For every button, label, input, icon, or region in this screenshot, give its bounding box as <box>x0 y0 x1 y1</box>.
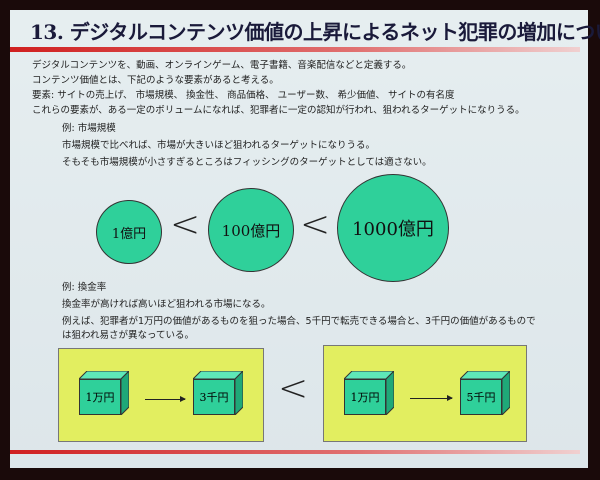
title-divider <box>10 47 580 52</box>
cube-icon: 1万円 <box>344 371 394 415</box>
example2-heading: 例: 換金率 <box>62 282 107 293</box>
less-than: < <box>278 368 309 409</box>
example1-heading: 例: 市場規模 <box>62 123 116 134</box>
circle-100oku: 100億円 <box>208 188 294 272</box>
title-text: デジタルコンテンツ価値の上昇によるネット犯罪の増加につい <box>69 20 600 44</box>
cube-label: 1万円 <box>79 379 121 415</box>
slide: 13. デジタルコンテンツ価値の上昇によるネット犯罪の増加につい デジタルコンテ… <box>10 10 600 468</box>
cube-icon: 1万円 <box>79 371 129 415</box>
cube-label: 1万円 <box>344 379 386 415</box>
intro-line: これらの要素が、ある一定のボリュームになれば、犯罪者に一定の認知が行われ、狙われ… <box>32 105 525 116</box>
intro-line: デジタルコンテンツを、動画、オンラインゲーム、電子書籍、音楽配信などと定義する。 <box>32 60 412 71</box>
cube-icon: 5千円 <box>460 371 510 415</box>
cube-label: 5千円 <box>460 379 502 415</box>
slide-title: 13. デジタルコンテンツ価値の上昇によるネット犯罪の増加につい <box>30 16 600 45</box>
intro-line: コンテンツ価値とは、下記のような要素があると考える。 <box>32 75 279 86</box>
intro-line: 要素: サイトの売上げ、 市場規模、 換金性、 商品価格、 ユーザー数、 希少価… <box>32 90 455 101</box>
panel-5sen: 1万円 5千円 <box>323 345 527 442</box>
arrow-icon <box>145 396 186 402</box>
circle-1oku: 1億円 <box>96 200 162 264</box>
less-than: < <box>300 204 331 245</box>
title-number: 13. <box>30 20 64 44</box>
panel-3sen: 1万円 3千円 <box>58 348 264 442</box>
bottom-divider <box>10 450 580 454</box>
example1-line: そもそも市場規模が小さすぎるところはフィッシングのターゲットとしては適さない。 <box>62 157 432 168</box>
example1-line: 市場規模で比べれば、市場が大きいほど狙われるターゲットになりうる。 <box>62 140 376 151</box>
cube-label: 3千円 <box>193 379 235 415</box>
cube-icon: 3千円 <box>193 371 243 415</box>
arrow-icon <box>410 395 453 401</box>
less-than: < <box>170 204 201 245</box>
circle-1000oku: 1000億円 <box>337 174 449 282</box>
example2-line: 例えば、犯罪者が1万円の価値があるものを狙った場合、5千円で転売できる場合と、3… <box>62 316 536 327</box>
example2-line: は狙われ易さが異なっている。 <box>62 330 195 341</box>
example2-line: 換金率が高ければ高いほど狙われる市場になる。 <box>62 299 271 310</box>
